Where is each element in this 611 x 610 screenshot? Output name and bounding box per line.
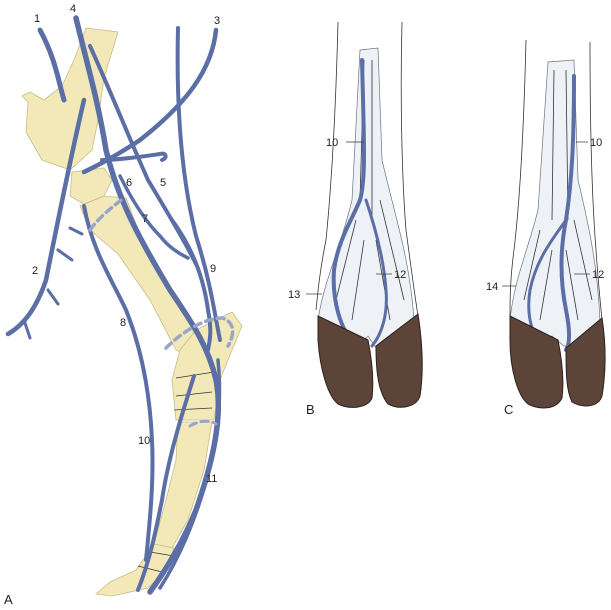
- vein-7: [118, 174, 190, 260]
- panel-b-skin-outline: [315, 21, 339, 311]
- panel-a-limb: 1 4 3 6 5 7 2 9 8 10 11 A: [4, 3, 243, 607]
- panel-b-foot: 10 12 13 B: [288, 21, 423, 417]
- vein-11: [158, 358, 222, 590]
- vein-8: [82, 204, 155, 562]
- vein-3: [81, 27, 219, 175]
- label-14: 14: [486, 281, 498, 293]
- vein-1: [37, 27, 67, 103]
- label-2: 2: [32, 265, 38, 277]
- panel-c-tendons: [509, 59, 601, 353]
- label-5: 5: [160, 177, 166, 189]
- vein-2-branches: [22, 226, 84, 340]
- label-10c: 10: [590, 137, 602, 149]
- vein-3-right: [175, 26, 222, 342]
- label-6: 6: [126, 177, 132, 189]
- femur-bone: [21, 27, 119, 171]
- label-7: 7: [142, 213, 148, 225]
- label-4: 4: [70, 3, 76, 15]
- panel-b-hoof-left: [317, 315, 374, 408]
- panel-c-skin-outline: [509, 39, 527, 317]
- label-13: 13: [288, 289, 300, 301]
- label-8: 8: [120, 317, 126, 329]
- panel-c-skin-outline-right: [589, 41, 603, 321]
- label-10a: 10: [138, 435, 150, 447]
- panel-c-hoof-left: [509, 315, 564, 409]
- vein-dashed-cannon: [188, 419, 218, 428]
- vein-6: [100, 151, 168, 162]
- vein-dashed-knee: [88, 196, 126, 232]
- label-11: 11: [206, 473, 217, 485]
- panel-label-b: B: [306, 402, 315, 417]
- label-12b: 12: [394, 269, 406, 281]
- label-1: 1: [34, 13, 40, 25]
- panel-c-tendon-lines: [523, 69, 593, 321]
- panel-b-hoof-right: [375, 313, 423, 408]
- panel-b-vein-right: [364, 198, 388, 348]
- panel-b-skin-outline-right: [400, 21, 419, 317]
- vein-dashed-hock: [164, 316, 235, 350]
- label-3: 3: [214, 15, 220, 27]
- panel-c-vein-right: [559, 74, 576, 352]
- panel-label-a: A: [4, 592, 13, 607]
- panel-b-vein-center: [331, 58, 366, 348]
- panel-label-c: C: [504, 402, 513, 417]
- panel-c-foot: 10 12 14 C: [486, 39, 606, 417]
- panel-c-hoof-right: [565, 317, 606, 407]
- label-10b: 10: [326, 137, 338, 149]
- label-9: 9: [210, 263, 216, 275]
- vein-10: [136, 374, 196, 592]
- label-12c: 12: [592, 269, 604, 281]
- vein-9: [170, 218, 213, 352]
